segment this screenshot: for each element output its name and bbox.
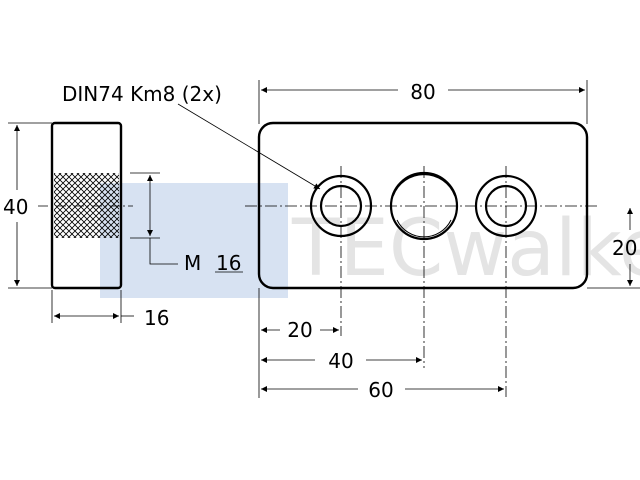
dim-side-width: 16 — [144, 306, 169, 330]
callout-label: DIN74 Km8 (2x) — [62, 82, 222, 106]
watermark-block — [100, 183, 288, 298]
dim-overall-length: 80 — [410, 80, 435, 104]
dim-hole1-position: 20 — [287, 318, 312, 342]
top-dimension — [258, 80, 588, 124]
front-view-body — [257, 121, 589, 290]
thread-prefix: M — [184, 251, 201, 275]
countersunk-hole-2 — [474, 174, 538, 238]
right-dimension — [587, 208, 640, 289]
watermark-text: TECwalker — [291, 204, 640, 294]
countersunk-hole-1 — [309, 174, 373, 238]
dim-hole2-position: 40 — [328, 349, 353, 373]
thread-hatch — [54, 173, 119, 238]
callout-leader — [177, 103, 321, 190]
dim-hole3-position: 60 — [368, 378, 393, 402]
dim-side-height: 40 — [3, 195, 28, 219]
dim-right-height: 20 — [612, 236, 637, 260]
thread-size: 16 — [216, 251, 241, 275]
threaded-hole — [389, 171, 459, 241]
side-view — [38, 121, 133, 290]
watermark: TECwalker — [100, 183, 640, 298]
side-dimensions — [8, 122, 243, 323]
holes — [309, 171, 538, 241]
side-view-body — [50, 121, 123, 290]
front-view — [245, 121, 600, 397]
bottom-dimensions — [258, 288, 504, 398]
